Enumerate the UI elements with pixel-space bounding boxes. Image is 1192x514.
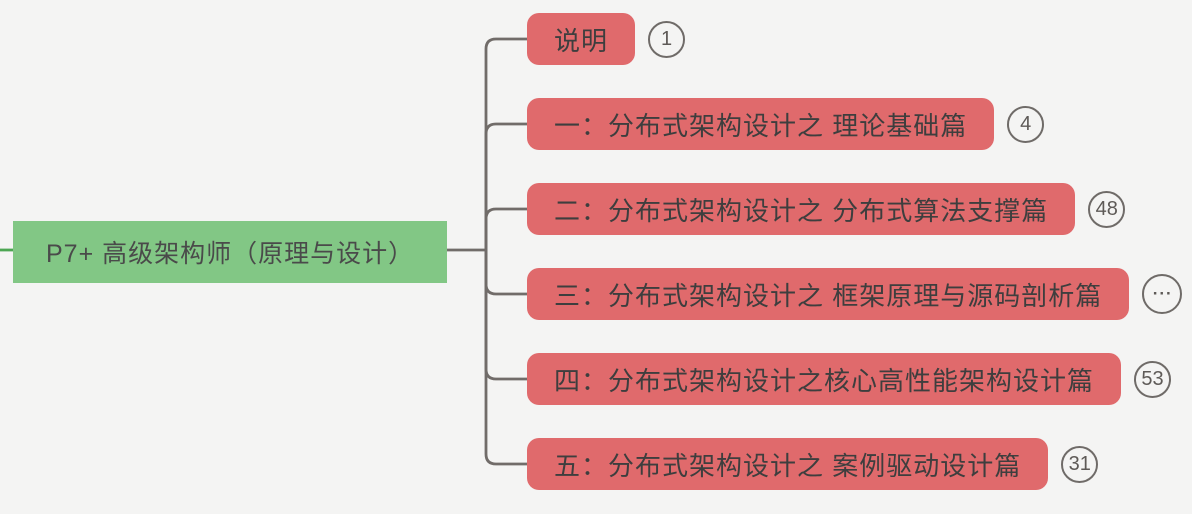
topic-node-shuoming[interactable]: 说明 [527,13,636,65]
topic-node-part3[interactable]: 三：分布式架构设计之 框架原理与源码剖析篇 [527,268,1130,320]
root-topic-node[interactable]: P7+ 高级架构师（原理与设计） [13,221,448,283]
branch-line-5 [484,248,529,381]
topic-node-part2[interactable]: 二：分布式架构设计之 分布式算法支撑篇 [527,183,1076,235]
count-badge[interactable]: 53 [1134,360,1172,398]
overflow-ellipsis-badge[interactable]: ··· [1142,274,1183,314]
count-badge[interactable]: 1 [648,20,686,58]
count-badge[interactable]: 4 [1007,105,1045,143]
count-badge[interactable]: 48 [1088,190,1126,228]
topic-node-part5[interactable]: 五：分布式架构设计之 案例驱动设计篇 [527,438,1049,490]
child-row: 三：分布式架构设计之 框架原理与源码剖析篇 ··· [527,268,1183,320]
topic-node-part1[interactable]: 一：分布式架构设计之 理论基础篇 [527,98,995,150]
child-row: 一：分布式架构设计之 理论基础篇 4 [527,98,1045,150]
branch-line-2 [484,122,529,252]
count-badge[interactable]: 31 [1061,445,1099,483]
branch-line-6 [484,248,529,466]
branch-line-4 [484,248,529,296]
child-row: 五：分布式架构设计之 案例驱动设计篇 31 [527,438,1099,490]
child-row: 四：分布式架构设计之核心高性能架构设计篇 53 [527,353,1172,405]
branch-line-1 [484,37,529,252]
topic-node-part4[interactable]: 四：分布式架构设计之核心高性能架构设计篇 [527,353,1122,405]
child-row: 说明 1 [527,13,686,65]
branch-line-3 [484,207,529,252]
child-row: 二：分布式架构设计之 分布式算法支撑篇 48 [527,183,1126,235]
